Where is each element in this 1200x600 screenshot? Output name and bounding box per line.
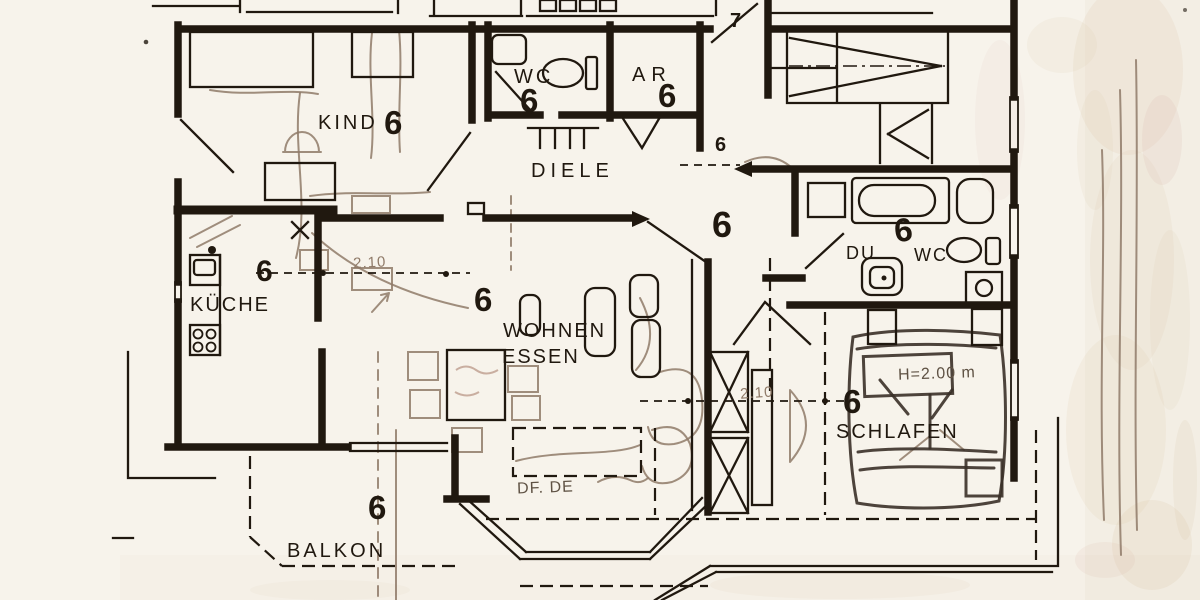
room-labels: KIND 6 WC 6 AR 6 7 DIELE 6 6 KÜCHE 6 6 W… xyxy=(190,10,976,562)
sofa xyxy=(583,286,617,358)
sink-wc-top xyxy=(490,33,528,66)
wall-arrow-end-right xyxy=(734,161,752,177)
door-jamb xyxy=(466,201,486,216)
pencil-furniture xyxy=(189,29,965,485)
room-label-kueche: KÜCHE xyxy=(190,294,270,316)
room-label-balkon: BALKON xyxy=(287,540,386,562)
bed-kind-2 xyxy=(350,30,415,79)
shower-tray xyxy=(860,256,904,297)
nightstand xyxy=(866,308,898,346)
unit-number-hall: 6 xyxy=(712,204,732,245)
toilet-wc-top xyxy=(541,57,585,89)
bathtub xyxy=(850,176,951,225)
room-label-schlafen: SCHLAFEN xyxy=(836,421,959,443)
sideboard-dashed xyxy=(511,426,643,478)
paper-grain-texture xyxy=(120,0,1200,600)
wardrobe-upper xyxy=(708,350,750,434)
wardrobe-side xyxy=(750,368,774,507)
annotation-bed-height: H=2.00 m xyxy=(898,364,976,384)
room-label-diele: DIELE xyxy=(531,160,614,182)
cistern-wc-top xyxy=(584,55,599,91)
unit-number-balkon: 6 xyxy=(368,489,386,526)
unit-number-wohnen: 6 xyxy=(474,281,492,318)
room-label-du: DU xyxy=(846,243,876,263)
annotation-closet-width: 2.10 xyxy=(740,383,774,402)
scan-specks xyxy=(143,8,1187,45)
unit-number-diele: 6 xyxy=(715,134,726,156)
fixtures xyxy=(188,30,1004,515)
bath-sink xyxy=(955,177,995,225)
dresser-kind xyxy=(263,161,337,202)
room-label-kind: KIND xyxy=(318,112,378,134)
partitions-doors-windows xyxy=(111,0,1060,600)
room-label-wc-top: WC xyxy=(514,66,553,88)
room-label-essen: ESSEN xyxy=(502,346,580,368)
side-table xyxy=(518,293,542,337)
wall-arrow-end-left xyxy=(632,211,650,227)
room-label-wc-bad: WC xyxy=(914,245,948,265)
room-label-ar: AR xyxy=(632,64,672,86)
room-label-wohnen: WOHNEN xyxy=(503,320,606,342)
cistern-bad xyxy=(984,236,1002,266)
armchair xyxy=(628,273,660,319)
unit-number-schlafen: 6 xyxy=(843,383,861,420)
bed-kind xyxy=(188,30,315,89)
unit-number-bad: 6 xyxy=(892,210,914,249)
armchair-2 xyxy=(630,318,662,379)
unit-number-kind: 6 xyxy=(383,104,403,142)
wardrobe-lower xyxy=(708,436,750,515)
unit-number-kueche: 6 xyxy=(256,255,273,288)
outer-and-bearing-walls xyxy=(164,0,1018,516)
kitchen-stove xyxy=(188,323,222,357)
unit-number-ar: 6 xyxy=(658,77,676,114)
stairwell-number: 7 xyxy=(730,10,741,32)
dining-table xyxy=(445,348,507,422)
corner-basin xyxy=(964,270,1004,305)
annotation-pencil-note: DF. DE xyxy=(517,479,574,498)
pencil-construction-lines xyxy=(309,59,1138,600)
kitchen-faucet xyxy=(208,246,216,254)
kitchen-sink xyxy=(188,253,222,287)
toilet-bad xyxy=(945,236,983,264)
annotation-door-width: 2.10 xyxy=(353,253,387,272)
bed-sketch xyxy=(847,328,1007,510)
unit-number-wc-top: 6 xyxy=(520,82,538,119)
shower-base xyxy=(806,181,847,219)
nightstand-2 xyxy=(970,307,1004,347)
dashed-lines xyxy=(248,65,1038,588)
